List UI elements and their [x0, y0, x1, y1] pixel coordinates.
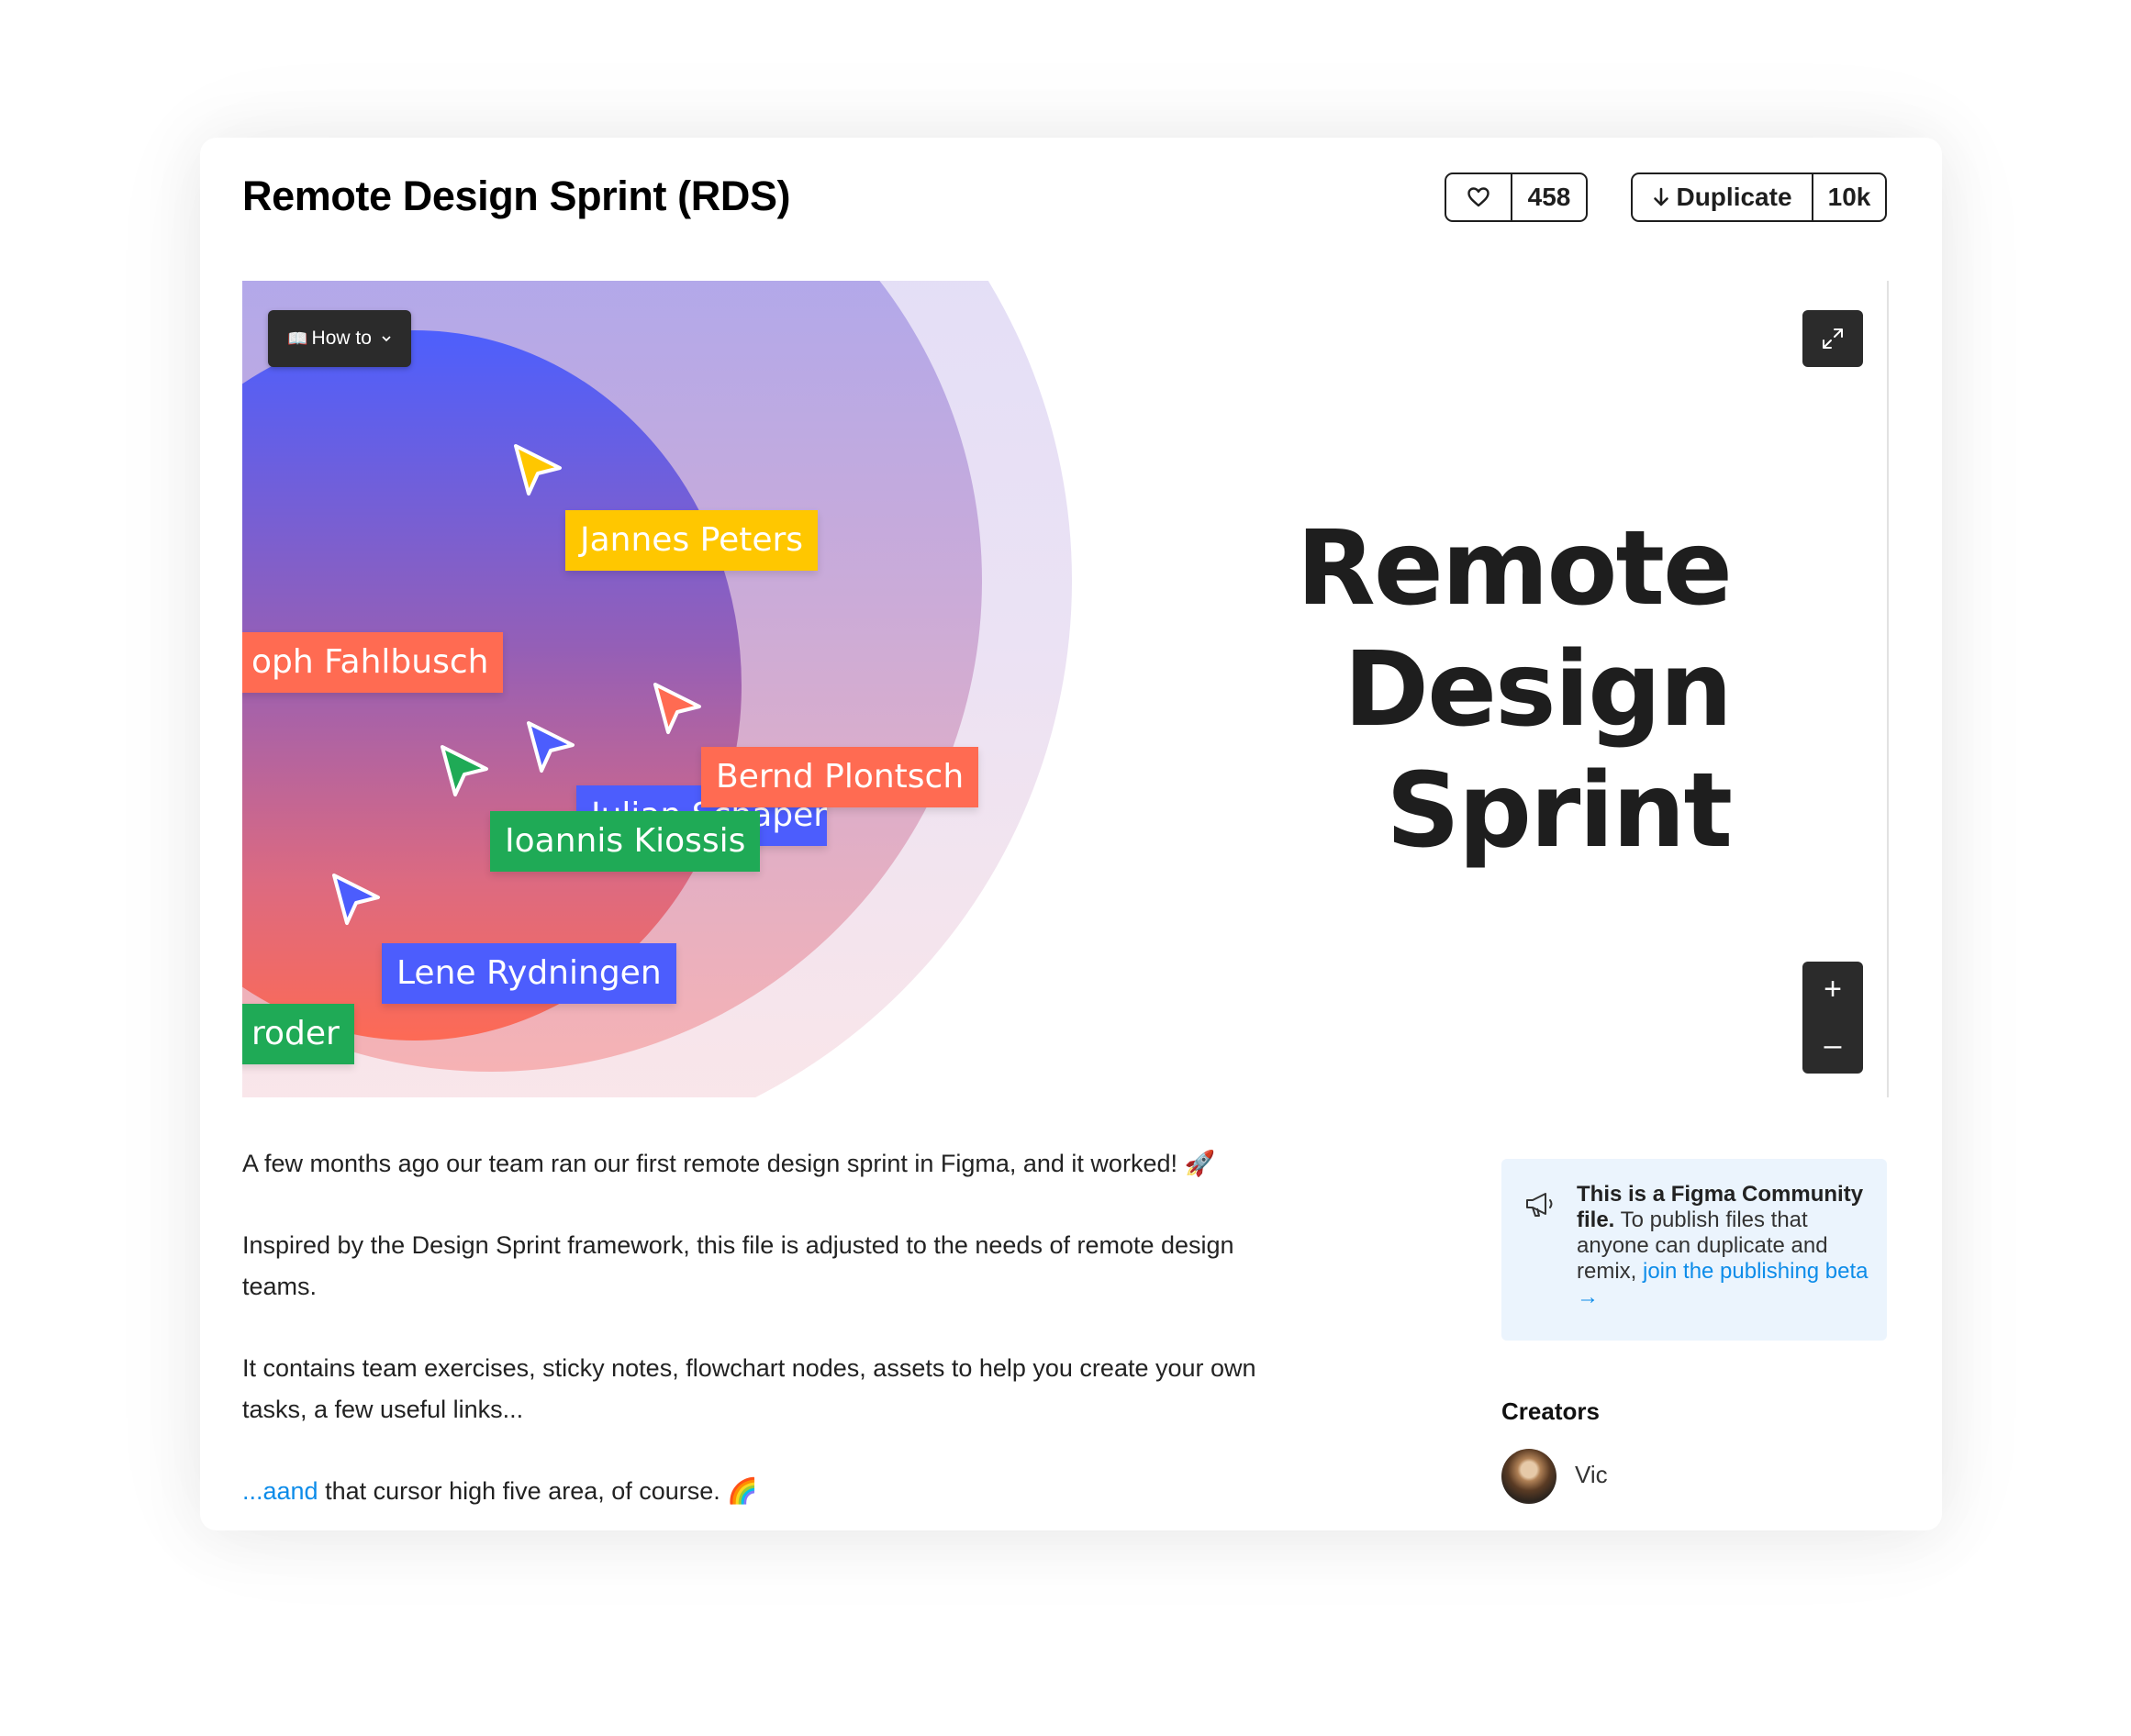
cursor-icon — [514, 444, 562, 495]
cover-title: Remote Design Sprint — [1296, 508, 1733, 872]
expand-button[interactable] — [1802, 310, 1863, 367]
chevron-down-icon — [382, 336, 391, 342]
description-paragraph: It contains team exercises, sticky notes… — [242, 1354, 1256, 1423]
description-paragraph: Inspired by the Design Sprint framework,… — [242, 1231, 1234, 1300]
cursor-icon — [441, 745, 488, 796]
heart-icon[interactable] — [1446, 174, 1511, 220]
name-tag: Ioannis Kiossis — [490, 811, 761, 872]
duplicate-label: Duplicate — [1676, 183, 1792, 211]
zoom-controls: + – — [1802, 962, 1863, 1074]
notice-text: To publish files that anyone can duplica… — [1577, 1207, 1828, 1284]
description-link[interactable]: ...aand — [242, 1477, 318, 1505]
community-file-card: Remote Design Sprint (RDS) 458 Duplicate… — [200, 138, 1942, 1530]
megaphone-icon — [1526, 1193, 1553, 1217]
name-tag: Bernd Plontsch — [701, 747, 979, 807]
file-description: A few months ago our team ran our first … — [242, 1143, 1307, 1530]
cover-title-line: Sprint — [1386, 751, 1733, 871]
expand-icon — [1823, 328, 1843, 349]
notice-heading: This is a Figma Community file. — [1577, 1182, 1864, 1232]
name-tag: roder — [242, 1004, 354, 1064]
community-file-notice: This is a Figma Community file. To publi… — [1501, 1159, 1887, 1341]
cover-title-line: Design — [1344, 630, 1733, 750]
cursor-icon — [332, 874, 380, 925]
avatar[interactable] — [1501, 1449, 1556, 1504]
like-button-group[interactable]: 458 — [1445, 172, 1588, 222]
page-title: Remote Design Sprint (RDS) — [242, 172, 791, 219]
zoom-out-button[interactable]: – — [1824, 1028, 1842, 1063]
zoom-in-button[interactable]: + — [1824, 972, 1842, 1007]
description-text: that cursor high five area, of course. 🌈 — [318, 1477, 758, 1505]
description-paragraph: ...aand that cursor high five area, of c… — [242, 1471, 1307, 1512]
duplicate-button[interactable]: Duplicate — [1633, 174, 1812, 220]
file-preview[interactable]: Julian Schäper Bernd Plontsch Ioannis Ki… — [242, 281, 1889, 1097]
duplicate-button-group[interactable]: Duplicate 10k — [1631, 172, 1887, 222]
name-tag: Jannes Peters — [565, 510, 819, 571]
publishing-beta-link[interactable]: join the publishing beta → — [1577, 1259, 1869, 1309]
cursor-icon — [653, 683, 701, 734]
name-tag: oph Fahlbusch — [242, 632, 504, 693]
duplicate-count: 10k — [1812, 174, 1885, 220]
creators-heading: Creators — [1501, 1397, 1600, 1425]
cursor-icon — [527, 721, 575, 773]
description-paragraph: A few months ago our team ran our first … — [242, 1150, 1216, 1177]
arrow-down-icon — [1654, 187, 1669, 206]
like-count: 458 — [1511, 174, 1586, 220]
book-icon: 📖 — [287, 328, 308, 348]
cover-title-line: Remote — [1296, 509, 1733, 629]
how-to-label: How to — [311, 328, 372, 349]
name-tag: Lene Rydningen — [382, 943, 676, 1004]
how-to-menu[interactable]: 📖 How to — [268, 310, 411, 367]
creator-name[interactable]: Vic — [1575, 1461, 1608, 1488]
